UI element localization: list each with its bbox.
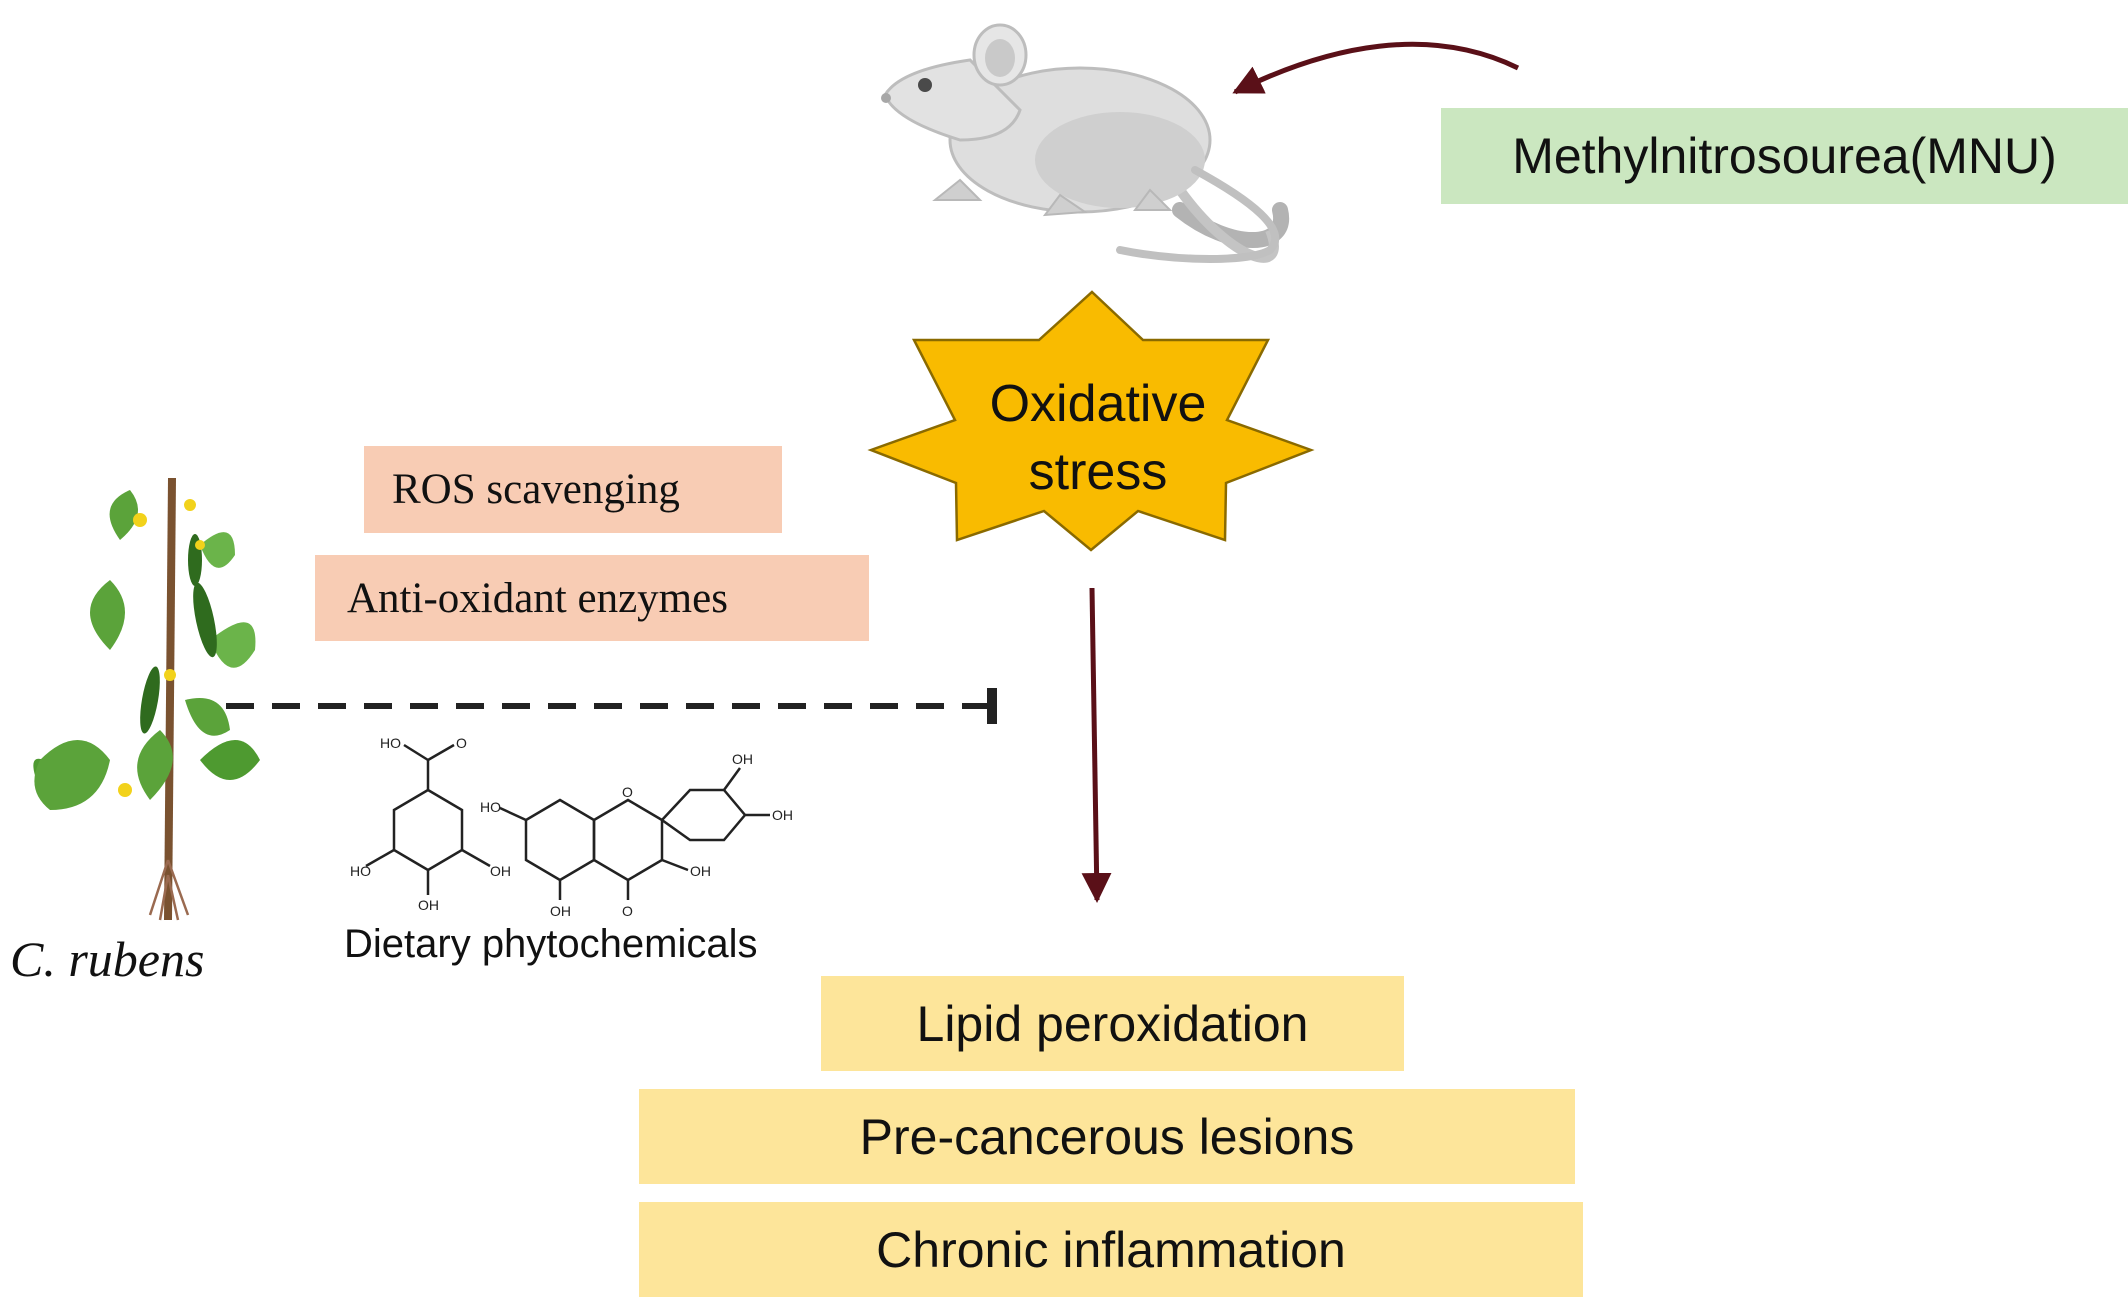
oxidative-stress-line2: stress — [1028, 443, 1168, 501]
mouse-icon — [881, 23, 1290, 263]
oxidative-stress-label: Oxidative stress — [938, 370, 1258, 506]
arrow-down-icon — [1081, 587, 1112, 903]
oxidative-stress-star — [867, 290, 1315, 552]
svg-text:OH: OH — [732, 751, 753, 767]
chronic-inflammation-label: Chronic inflammation — [876, 1221, 1346, 1278]
gallic-acid-structure-icon — [365, 743, 491, 895]
flavonoid-structure-icon — [499, 767, 770, 900]
curved-arrow-icon — [1232, 41, 1520, 95]
ros-scavenging-label: ROS scavenging — [392, 466, 680, 513]
svg-text:O: O — [622, 784, 633, 800]
mnu-label: Methylnitrosourea(MNU) — [1512, 128, 2057, 184]
mnu-inducer-box: Methylnitrosourea(MNU) — [1441, 108, 2128, 204]
svg-text:OH: OH — [550, 903, 571, 919]
chronic-inflammation-box: Chronic inflammation — [639, 1202, 1583, 1297]
ros-scavenging-box: ROS scavenging — [364, 446, 782, 533]
svg-text:HO: HO — [480, 799, 501, 815]
svg-text:OH: OH — [690, 863, 711, 879]
svg-text:OH: OH — [772, 807, 793, 823]
gallic-acid-labels: HO O HO OH OH — [350, 735, 511, 913]
cucumber-plant-icon — [33, 477, 260, 921]
inhibition-line-icon — [226, 688, 997, 724]
lipid-peroxidation-label: Lipid peroxidation — [916, 995, 1309, 1052]
svg-text:O: O — [456, 735, 467, 751]
oxidative-stress-line1: Oxidative — [989, 375, 1207, 433]
precancerous-lesions-box: Pre-cancerous lesions — [639, 1089, 1575, 1184]
svg-text:OH: OH — [418, 897, 439, 913]
flavonoid-labels: HO O OH O OH OH OH — [480, 751, 793, 919]
lipid-peroxidation-box: Lipid peroxidation — [821, 976, 1404, 1071]
svg-text:O: O — [622, 903, 633, 919]
svg-text:OH: OH — [490, 863, 511, 879]
phytochemicals-label: Dietary phytochemicals — [344, 922, 758, 966]
svg-text:HO: HO — [350, 863, 371, 879]
antioxidant-enzymes-box: Anti-oxidant enzymes — [315, 555, 869, 641]
svg-text:HO: HO — [380, 735, 401, 751]
plant-name-label: C. rubens — [10, 931, 205, 987]
precancerous-lesions-label: Pre-cancerous lesions — [859, 1108, 1355, 1165]
antioxidant-enzymes-label: Anti-oxidant enzymes — [347, 574, 728, 622]
